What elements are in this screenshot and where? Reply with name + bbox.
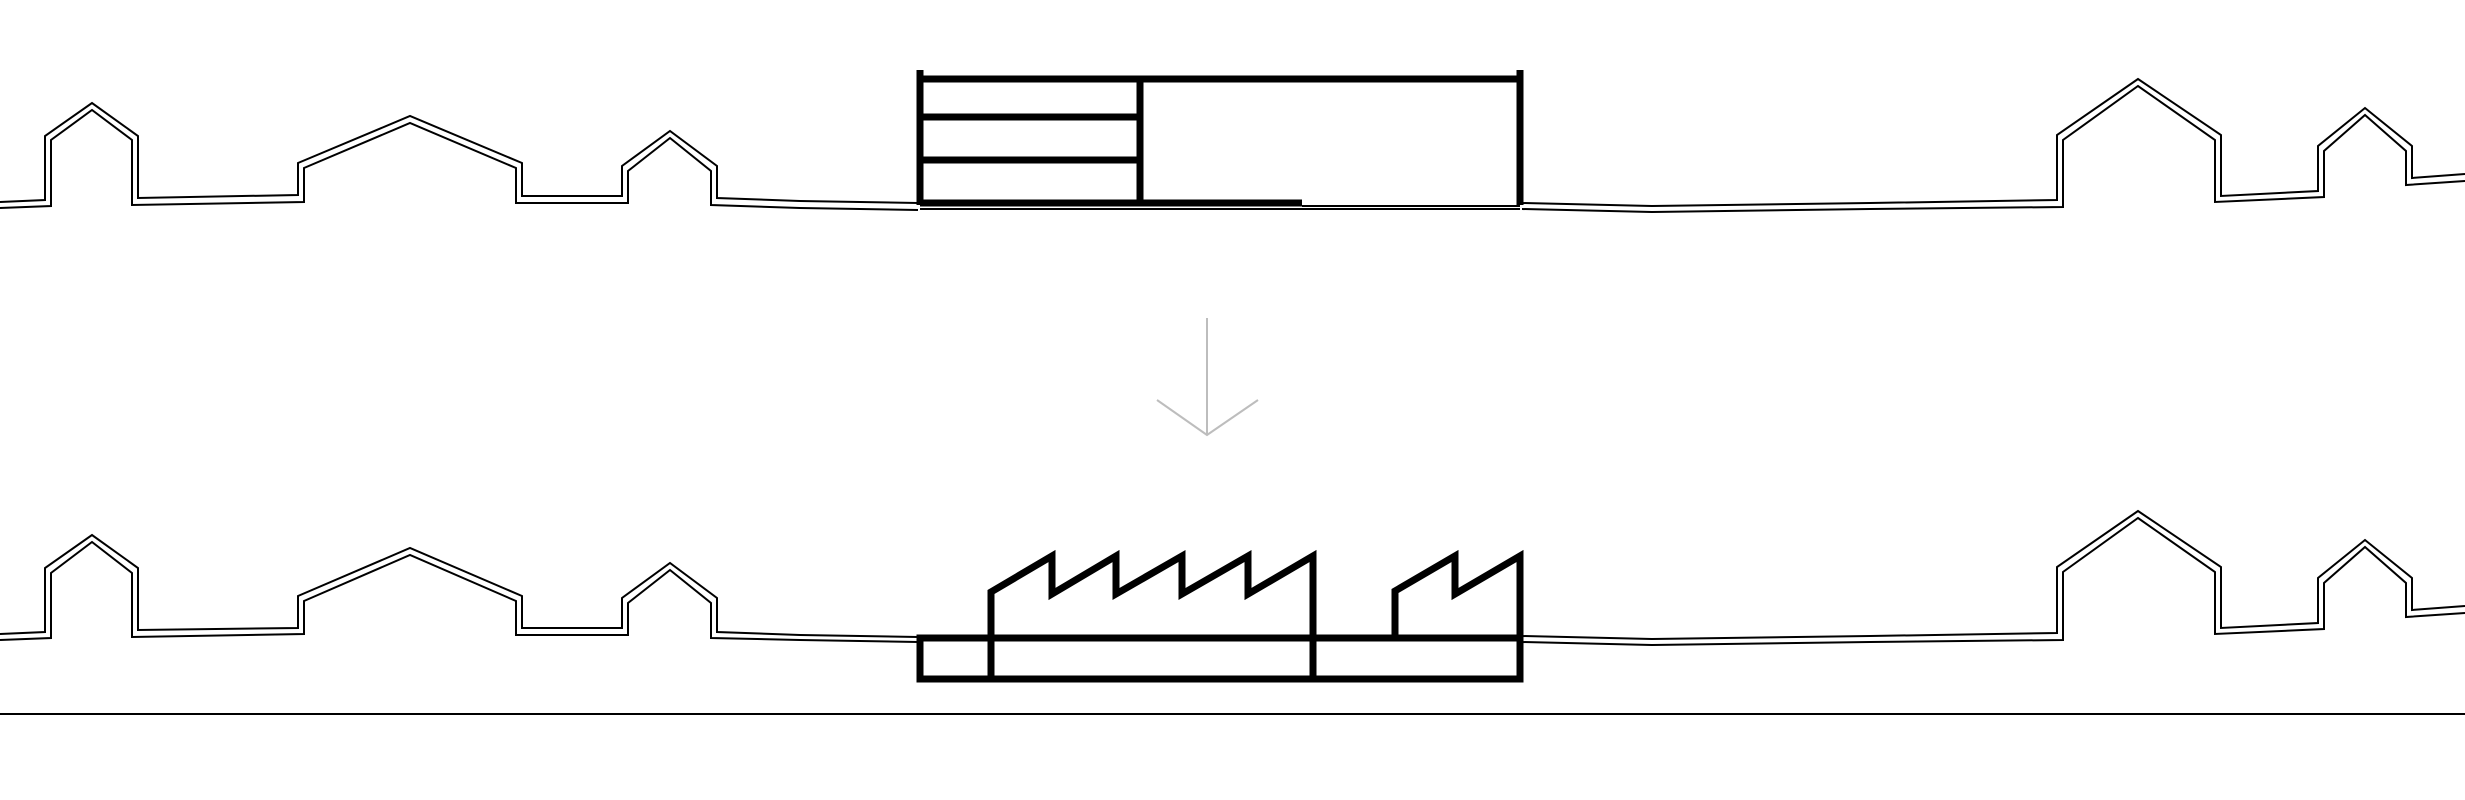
proposed-building [916, 549, 1524, 683]
panel-after [0, 509, 2465, 715]
streetscape-right-after [1521, 509, 2465, 647]
arrow-down-icon [1156, 318, 1259, 437]
streetscape-right-before [1521, 77, 2465, 214]
streetscape-left-after [0, 533, 919, 643]
streetscape-left-before [0, 101, 919, 211]
existing-building [916, 70, 1524, 207]
panel-before [0, 70, 2465, 214]
